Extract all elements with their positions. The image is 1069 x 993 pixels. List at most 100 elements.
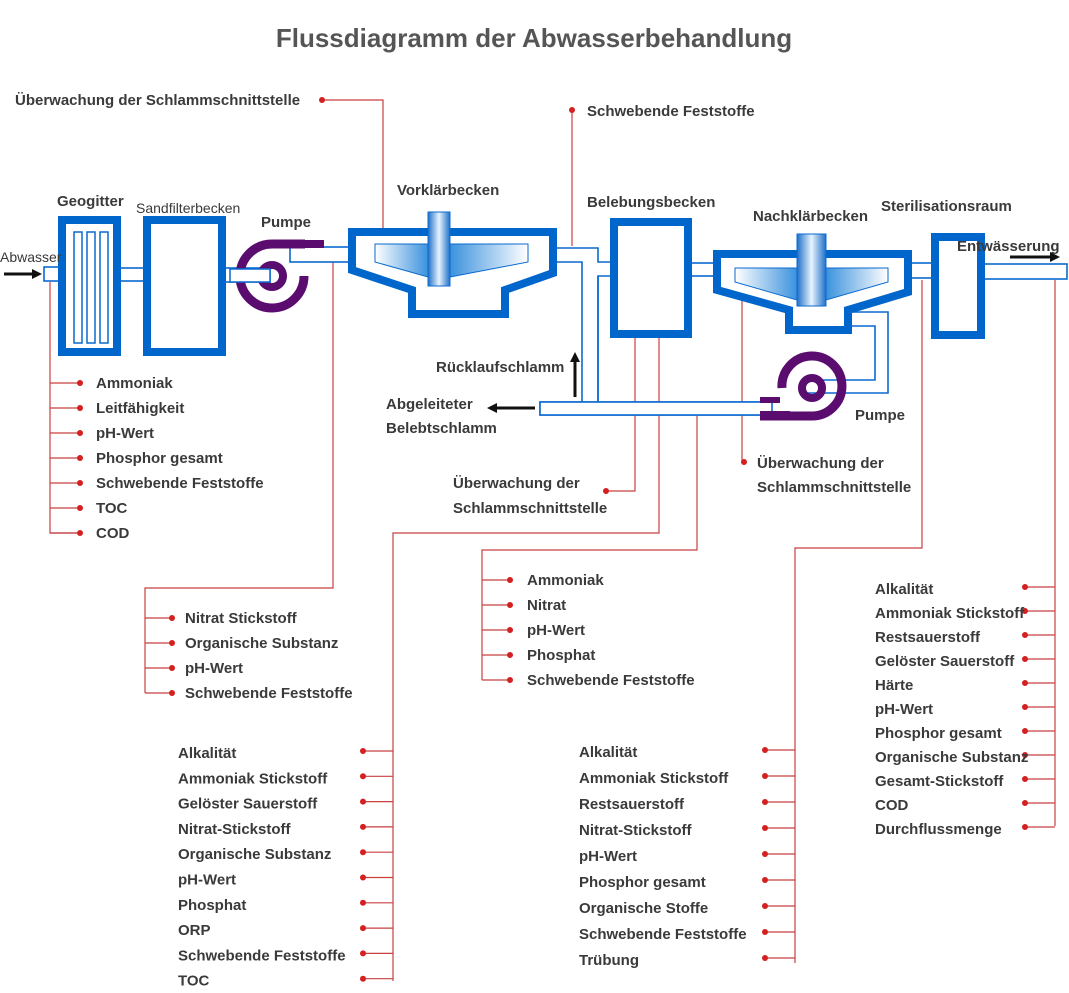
label-geogitter: Geogitter bbox=[57, 193, 124, 210]
sensor-dot bbox=[1022, 680, 1028, 686]
callout-belebung-interface-1: Überwachung der bbox=[453, 475, 580, 492]
diagram-title: Flussdiagramm der Abwasserbehandlung bbox=[276, 23, 792, 53]
label-sterilisation: Sterilisationsraum bbox=[881, 198, 1012, 215]
measurement-item: Leitfähigkeit bbox=[96, 400, 184, 417]
measurement-item: Restsauerstoff bbox=[579, 796, 685, 813]
pump-icon bbox=[760, 351, 847, 421]
measurement-item: Durchflussmenge bbox=[875, 821, 1002, 838]
measurement-item: Trübung bbox=[579, 952, 639, 969]
sensor-dot bbox=[77, 430, 83, 436]
sensor-dot bbox=[507, 652, 513, 658]
measurement-item: TOC bbox=[96, 500, 128, 517]
measurement-item: Organische Substanz bbox=[185, 635, 338, 652]
label-abgeleitet-2: Belebtschlamm bbox=[386, 420, 497, 437]
sensor-dot bbox=[1022, 608, 1028, 614]
sensor-dot bbox=[77, 530, 83, 536]
label-pumpe-2: Pumpe bbox=[855, 407, 905, 424]
measurement-item: Ammoniak Stickstoff bbox=[178, 770, 328, 787]
callout-belebung-interface-2: Schlammschnittstelle bbox=[453, 500, 607, 517]
sensor-dot bbox=[507, 577, 513, 583]
measurement-item: Organische Stoffe bbox=[579, 900, 708, 917]
measurement-item: Nitrat-Stickstoff bbox=[579, 822, 693, 839]
callout-nachklaer-interface-2: Schlammschnittstelle bbox=[757, 479, 911, 496]
sensor-dot bbox=[569, 107, 575, 113]
label-ruecklauf: Rücklaufschlamm bbox=[436, 359, 564, 376]
measurement-item: pH-Wert bbox=[579, 848, 637, 865]
label-abgeleitet-1: Abgeleiteter bbox=[386, 396, 473, 413]
sensor-dot bbox=[360, 975, 366, 982]
sensor-dot bbox=[360, 925, 366, 932]
sensor-dot bbox=[360, 798, 366, 805]
sensor-dot bbox=[1022, 800, 1028, 806]
measurement-item: Ammoniak Stickstoff bbox=[579, 770, 729, 787]
measurement-item: Ammoniak Stickstoff bbox=[875, 605, 1025, 622]
measurement-item: COD bbox=[875, 797, 909, 814]
measurement-item: Gesamt-Stickstoff bbox=[875, 773, 1004, 790]
sensor-dot bbox=[319, 97, 325, 103]
measurement-item: Ammoniak bbox=[96, 375, 173, 392]
geogitter-tank bbox=[58, 216, 121, 356]
measurement-item: Nitrat bbox=[527, 597, 566, 614]
label-pumpe-1: Pumpe bbox=[261, 214, 311, 231]
sensor-dot bbox=[360, 849, 366, 856]
measurement-item: TOC bbox=[178, 973, 210, 990]
measurement-item: Schwebende Feststoffe bbox=[527, 672, 695, 689]
sensor-dot bbox=[1022, 824, 1028, 830]
measurement-item: Alkalität bbox=[178, 745, 236, 762]
flow-arrows bbox=[4, 252, 1060, 413]
measurement-item: pH-Wert bbox=[96, 425, 154, 442]
measurement-item: Schwebende Feststoffe bbox=[178, 947, 346, 964]
sandfilter-tank bbox=[143, 216, 226, 356]
measurement-item: Gelöster Sauerstoff bbox=[178, 796, 318, 813]
sensor-dot bbox=[169, 640, 175, 646]
measurement-item: Nitrat-Stickstoff bbox=[178, 821, 292, 838]
sensor-dot bbox=[360, 823, 366, 830]
sensor-lines bbox=[49, 99, 1056, 981]
sensor-dot bbox=[1022, 728, 1028, 734]
sensor-dot bbox=[1022, 584, 1028, 590]
primary-clarifier bbox=[348, 211, 557, 318]
sensor-dot bbox=[1022, 704, 1028, 710]
measurement-item: pH-Wert bbox=[875, 701, 933, 718]
label-entwaesserung: Entwässerung bbox=[957, 238, 1060, 255]
label-nachklaer: Nachklärbecken bbox=[753, 208, 868, 225]
measurement-item: Phosphor gesamt bbox=[96, 450, 223, 467]
sensor-dot bbox=[1022, 752, 1028, 758]
sensor-dot bbox=[762, 825, 768, 831]
measurement-item: pH-Wert bbox=[527, 622, 585, 639]
sensor-dot bbox=[507, 602, 513, 608]
sensor-dot bbox=[77, 380, 83, 386]
sensor-dot bbox=[77, 405, 83, 411]
measurement-item: Restsauerstoff bbox=[875, 629, 981, 646]
pump-icon bbox=[229, 239, 324, 313]
sensor-dot bbox=[741, 459, 747, 465]
sensor-dot bbox=[1022, 632, 1028, 638]
label-vorklaer: Vorklärbecken bbox=[397, 182, 499, 199]
callout-vorklaer-interface: Überwachung der Schlammschnittstelle bbox=[15, 92, 300, 109]
sensor-dot bbox=[1022, 656, 1028, 662]
measurement-item: ORP bbox=[178, 922, 211, 939]
sensor-dot bbox=[360, 874, 366, 881]
sensor-dot bbox=[762, 929, 768, 935]
sensor-dot bbox=[762, 799, 768, 805]
sensor-dot bbox=[77, 480, 83, 486]
measurement-item: Schwebende Feststoffe bbox=[579, 926, 747, 943]
sensor-dot bbox=[762, 747, 768, 753]
sterilisation-room bbox=[931, 233, 985, 339]
sensor-dot bbox=[360, 950, 366, 957]
measurement-item: pH-Wert bbox=[185, 660, 243, 677]
callout-nachklaer-interface-1: Überwachung der bbox=[757, 455, 884, 472]
sensor-dot bbox=[360, 899, 366, 906]
measurement-item: Gelöster Sauerstoff bbox=[875, 653, 1015, 670]
label-sandfilter: Sandfilterbecken bbox=[136, 200, 240, 216]
measurement-item: Organische Substanz bbox=[875, 749, 1028, 766]
sensor-dot bbox=[169, 615, 175, 621]
sensor-dot bbox=[360, 773, 366, 780]
sensor-dot bbox=[762, 851, 768, 857]
measurement-item: Alkalität bbox=[579, 744, 637, 761]
sensor-dot bbox=[762, 877, 768, 883]
sensor-dot bbox=[762, 903, 768, 909]
measurement-item: Härte bbox=[875, 677, 913, 694]
sensor-dot bbox=[77, 455, 83, 461]
